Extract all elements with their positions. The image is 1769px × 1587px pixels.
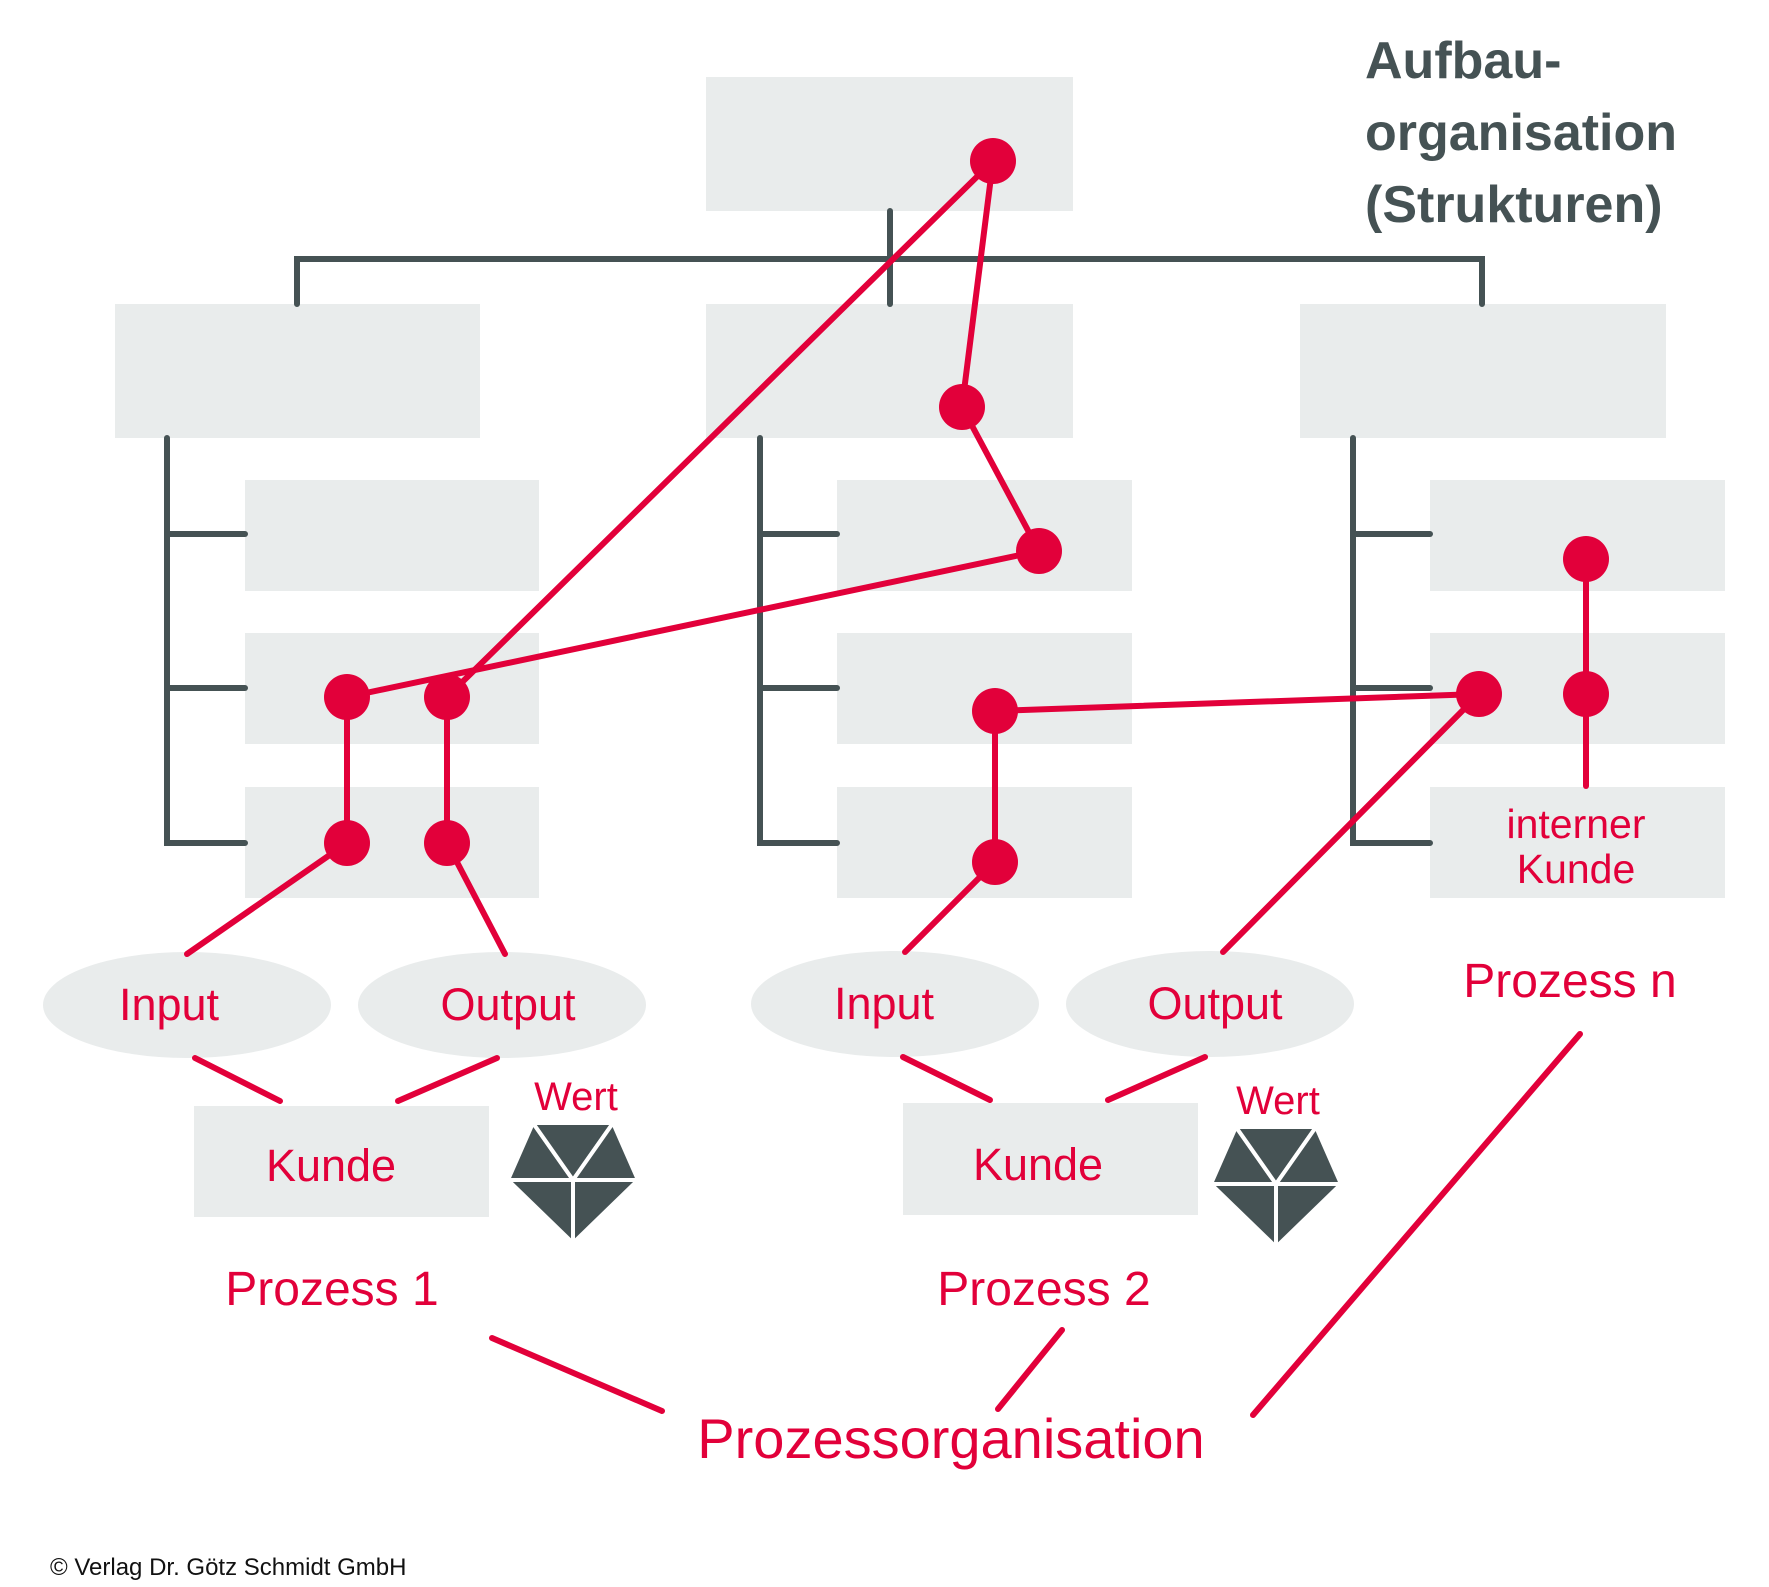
process-1-input-ellipse (43, 952, 331, 1058)
process-1-input-label: Input (119, 979, 220, 1030)
node-right-unit-2-a (1456, 671, 1502, 717)
process-n-label: Prozess n (1463, 955, 1676, 1008)
node-right-unit-1 (1563, 536, 1609, 582)
process-1-label: Prozess 1 (225, 1263, 438, 1316)
process-1-customer-box (194, 1106, 489, 1217)
process-1-output-label: Output (440, 979, 576, 1030)
title-line-2: organisation (1365, 104, 1677, 162)
process-2-output-label: Output (1147, 978, 1283, 1029)
path-p1-unit-to-left (344, 548, 1042, 700)
path-p1-dept-to-unit (959, 158, 996, 410)
org-box-middle-unit-1 (837, 480, 1132, 591)
node-left-unit-2-b (424, 674, 470, 720)
diamond-icon (1206, 1122, 1346, 1252)
structure-title: Aufbau- organisation (Strukturen) (1365, 32, 1677, 234)
node-left-unit-3-b (424, 820, 470, 866)
node-dept-middle (939, 384, 985, 430)
internal-customer-line-1: interner (1506, 801, 1645, 847)
org-box-dept-middle (706, 304, 1073, 438)
process-2-output-ellipse (1066, 951, 1354, 1057)
process-nodes (324, 138, 1609, 885)
node-middle-unit-2 (972, 688, 1018, 734)
process-paths (184, 158, 1589, 1418)
process-2-label: Prozess 2 (937, 1263, 1150, 1316)
diamond-icon (503, 1118, 643, 1248)
connector-middle-spine (757, 435, 840, 846)
path-p1-mid-to-unit (959, 404, 1042, 554)
path-p2-output-to-customer (1105, 1054, 1208, 1103)
connector-right-spine (1350, 435, 1433, 846)
path-p1-to-input (184, 840, 350, 957)
org-box-dept-left (115, 304, 480, 438)
internal-customer-line-2: Kunde (1517, 846, 1636, 892)
org-chart-boxes (115, 77, 1725, 898)
node-top (970, 138, 1016, 184)
path-p1-output-to-customer (395, 1055, 500, 1104)
process-1-value-label: Wert (534, 1075, 618, 1119)
link-pn-to-org (1250, 1031, 1583, 1418)
process-organisation-label: Prozessorganisation (697, 1407, 1204, 1470)
path-p2-right-to-output (1220, 691, 1482, 955)
title-line-3: (Strukturen) (1365, 176, 1663, 234)
process-2-input-label: Input (834, 978, 935, 1029)
link-p2-to-org (995, 1327, 1065, 1412)
link-p1-to-org (489, 1335, 665, 1414)
org-box-dept-right (1300, 304, 1666, 438)
path-p2-input-to-customer (900, 1054, 993, 1103)
process-2-input-ellipse (751, 951, 1039, 1057)
process-1-output-ellipse (358, 952, 646, 1058)
process-2-customer-label: Kunde (973, 1139, 1103, 1190)
process-2-customer-box (903, 1103, 1198, 1215)
connector-left-spine (164, 435, 248, 846)
org-box-top (706, 77, 1073, 211)
process-2-value-label: Wert (1236, 1079, 1320, 1123)
node-middle-unit-1 (1016, 528, 1062, 574)
org-box-right-unit-3 (1430, 787, 1725, 898)
node-right-unit-2-b (1563, 671, 1609, 717)
copyright-notice: © Verlag Dr. Götz Schmidt GmbH (50, 1554, 406, 1581)
path-p1-top-to-output (444, 158, 996, 700)
path-p2-unit-to-right (992, 691, 1482, 714)
process-1-customer-label: Kunde (266, 1140, 396, 1191)
org-box-left-unit-1 (245, 480, 539, 591)
node-left-unit-2-a (324, 674, 370, 720)
node-left-unit-3-a (324, 820, 370, 866)
io-ellipses (43, 951, 1354, 1058)
node-middle-unit-3 (972, 839, 1018, 885)
path-p1-input-to-customer (192, 1055, 283, 1104)
title-line-1: Aufbau- (1365, 32, 1561, 90)
